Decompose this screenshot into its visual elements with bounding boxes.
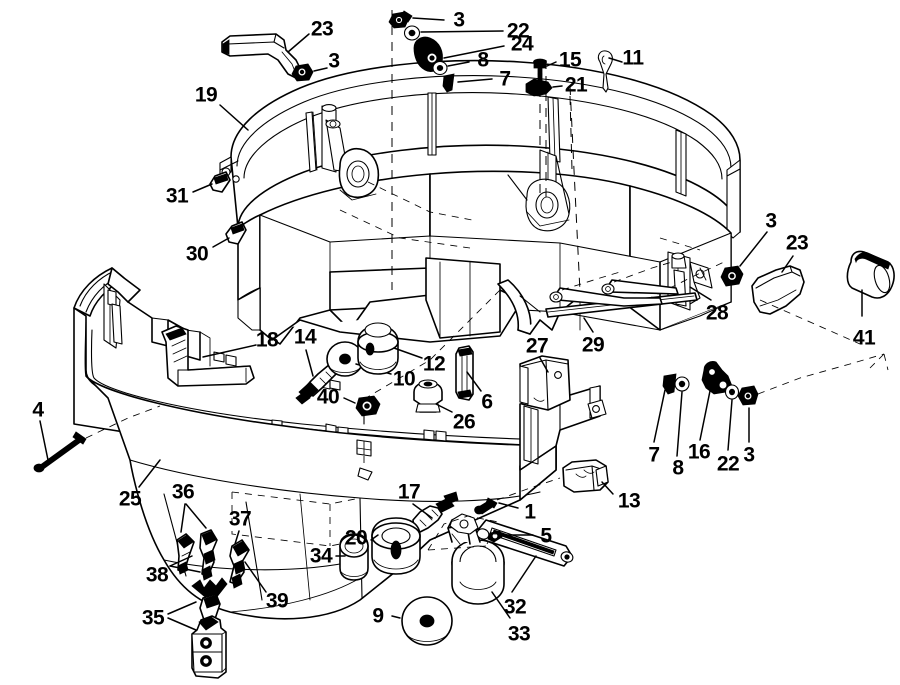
callout-3-right: 3: [765, 209, 777, 233]
leader-25: [138, 459, 161, 488]
callout-11: 11: [622, 46, 644, 70]
callout-26: 26: [452, 410, 476, 434]
callout-31: 31: [165, 184, 189, 208]
callout-7-right: 7: [648, 443, 660, 467]
callout-19: 19: [194, 83, 218, 107]
callout-10: 10: [392, 367, 416, 391]
callout-32: 32: [503, 595, 527, 619]
callout-29: 29: [581, 333, 605, 357]
part-17-pivot-bolt: [412, 491, 459, 533]
callout-30: 30: [185, 242, 209, 266]
callout-3-handle: 3: [328, 49, 340, 73]
terminal-harness: [167, 503, 267, 679]
part-33-clamp-ring: [451, 539, 511, 619]
part-41-grommet: [846, 250, 895, 317]
part-30-seal-clip: [212, 221, 247, 248]
part-3-nut-handle: [291, 63, 328, 82]
callout-14: 14: [293, 325, 317, 349]
callout-7-top: 7: [499, 67, 511, 91]
part-27-support-bracket: [519, 355, 571, 411]
part-26-grommet: [413, 379, 453, 413]
callout-36: 36: [171, 480, 195, 504]
latch-rod-upper: [549, 261, 712, 307]
callout-27: 27: [525, 334, 549, 358]
part-7-screw-right: [653, 373, 677, 443]
callout-39: 39: [265, 589, 289, 613]
callout-8-top: 8: [477, 48, 489, 72]
callout-5: 5: [540, 524, 552, 548]
part-34-spacer-ring: [335, 533, 369, 581]
callout-3-top: 3: [453, 8, 465, 32]
part-9-washer: [391, 596, 453, 646]
callout-22-top: 22: [506, 19, 530, 43]
part-40-locknut: [343, 395, 381, 425]
part-22-washer-right: [724, 384, 740, 451]
clamp-bracket: [427, 513, 499, 551]
upper-cowl-assembly: [219, 10, 741, 399]
callout-28: 28: [705, 301, 729, 325]
callout-21: 21: [564, 73, 588, 97]
callout-13: 13: [617, 489, 641, 513]
lower-cowl-housing: [73, 267, 557, 620]
callout-23-top: 23: [310, 17, 334, 41]
part-3-nut-lower-right: [737, 299, 889, 443]
callout-25: 25: [118, 487, 142, 511]
callout-22-right: 22: [716, 452, 740, 476]
part-18-seal-strip: [161, 325, 257, 387]
part-8-washer-top: [432, 60, 470, 76]
callout-3-lower-right: 3: [743, 443, 755, 467]
part-7-screw-top: [442, 73, 493, 93]
part-5-screw: [487, 530, 534, 543]
part-13-rubber-pad: [562, 459, 614, 495]
callout-37: 37: [228, 507, 252, 531]
part-23-latch-handle-right: [751, 255, 805, 315]
callout-34: 34: [309, 544, 333, 568]
callout-16: 16: [687, 440, 711, 464]
callout-40: 40: [316, 385, 340, 409]
part-4-bolt: [33, 405, 161, 473]
part-6-seal-strip: [455, 345, 482, 401]
callout-23-right: 23: [785, 231, 809, 255]
callout-1: 1: [524, 500, 536, 524]
part-8-washer-right: [674, 376, 690, 457]
part-12-mount-bushing: [357, 322, 423, 375]
callout-6: 6: [481, 390, 493, 414]
callout-35: 35: [141, 606, 165, 630]
part-3-nut-top: [388, 10, 445, 29]
callout-9: 9: [372, 604, 384, 628]
part-1-screw: [474, 477, 561, 515]
part-20-bushing: [370, 517, 421, 575]
callout-8-right: 8: [672, 456, 684, 480]
part-21-latch-keeper: [525, 78, 573, 171]
callout-12: 12: [422, 352, 446, 376]
callout-4: 4: [32, 398, 44, 422]
callout-18: 18: [255, 328, 279, 352]
callout-17: 17: [397, 480, 421, 504]
callout-33: 33: [507, 622, 531, 646]
callout-38: 38: [145, 563, 169, 587]
part-11-spring-clip: [597, 50, 623, 93]
callout-15: 15: [558, 48, 582, 72]
part-32-clamp-link: [476, 519, 574, 593]
callout-41: 41: [852, 326, 876, 350]
callout-20: 20: [344, 526, 368, 550]
part-3-nut-right: [720, 231, 768, 287]
part-31-seal-clip: [192, 171, 231, 193]
part-16-latch-lever: [699, 361, 733, 441]
part-22-washer-top: [403, 25, 504, 41]
callout-24: 24: [510, 32, 534, 56]
leader-19: [219, 104, 249, 131]
